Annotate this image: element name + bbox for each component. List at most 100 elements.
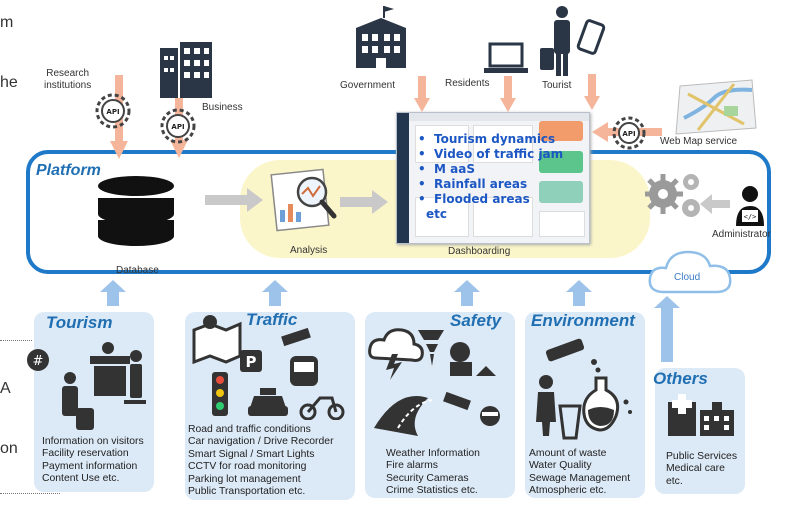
traffic-item: CCTV for road monitoring xyxy=(188,461,307,473)
administrator-icon: </> xyxy=(736,186,764,226)
api-icon: API xyxy=(160,108,196,144)
residents-label: Residents xyxy=(445,78,490,89)
arrow-safety-up xyxy=(454,280,480,306)
laptop-icon xyxy=(484,42,528,73)
svg-text:P: P xyxy=(246,353,257,371)
analysis-icon xyxy=(270,168,337,232)
government-label: Government xyxy=(340,80,396,91)
dashboarding-label: Dashboarding xyxy=(448,246,511,257)
arrow-government-down xyxy=(414,76,430,112)
tourism-item: Information on visitors xyxy=(42,436,144,447)
arrow-db-to-analysis xyxy=(205,188,263,212)
dashboard-card-green xyxy=(539,151,583,173)
safety-item: Fire alarms xyxy=(386,460,438,472)
dashboard-card-orange xyxy=(539,121,583,141)
arrow-residents-down xyxy=(500,76,516,112)
tourism-item: Content Use etc. xyxy=(42,473,120,485)
dashboard-card xyxy=(473,197,533,237)
svg-text:API: API xyxy=(171,123,184,131)
others-item: Public Services xyxy=(666,451,738,462)
safety-item: Security Cameras xyxy=(386,472,469,484)
dashboard-list: • Tourism dynamics • Video of traffic ja… xyxy=(418,132,563,222)
dashboard-header xyxy=(409,113,589,121)
environment-item: Atmospheric etc. xyxy=(529,485,607,497)
government-building-icon xyxy=(356,6,406,68)
business-building-icon xyxy=(160,42,212,98)
dashboard-list-item: • M aaS xyxy=(418,162,475,176)
dashboard-card xyxy=(415,125,469,163)
svg-text:API: API xyxy=(106,108,119,116)
tourism-item: Payment information xyxy=(42,460,138,472)
arrow-tourism-up xyxy=(100,280,126,306)
environment-item: Amount of waste xyxy=(529,448,607,459)
dashboard-card-teal xyxy=(539,181,583,203)
left-fragment-4: on xyxy=(0,440,18,457)
analysis-label: Analysis xyxy=(290,245,328,256)
safety-item: Crime Statistics etc. xyxy=(386,485,478,497)
traffic-item: Car navigation / Drive Recorder xyxy=(188,436,334,448)
platform-title: Platform xyxy=(36,162,101,179)
dashboard-list-etc: etc xyxy=(426,207,447,221)
dashboard-sidebar xyxy=(397,113,409,243)
administrator-label: Administrator xyxy=(712,229,771,240)
tourism-icons: # xyxy=(27,342,146,430)
dashboard-card xyxy=(415,197,469,237)
others-list: Public Services Medical care etc. xyxy=(666,451,737,488)
arrow-environment-up xyxy=(566,280,592,306)
others-icons xyxy=(668,394,734,436)
environment-title: Environment xyxy=(531,311,635,330)
safety-title: Safety xyxy=(450,311,502,330)
dashboard-card xyxy=(539,211,585,237)
arrow-analysis-to-dashboard xyxy=(340,190,388,214)
traffic-item: Road and traffic conditions xyxy=(188,424,311,435)
traffic-item: Public Transportation etc. xyxy=(188,486,306,498)
business-label: Business xyxy=(202,102,243,113)
arrow-traffic-up xyxy=(262,280,288,306)
others-item: etc. xyxy=(666,475,683,487)
gears-icon xyxy=(645,174,700,217)
tourism-item: Facility reservation xyxy=(42,448,129,460)
api-icon: API xyxy=(95,93,131,129)
arrow-tourist-down xyxy=(584,74,600,110)
environment-icons xyxy=(536,338,632,440)
dashboard-list-item: • Video of traffic jam xyxy=(418,147,564,161)
dashboard-list-item: • Rainfall areas xyxy=(418,177,528,191)
svg-text:#: # xyxy=(33,354,44,369)
database-label: Database xyxy=(116,265,159,276)
dashboard-card xyxy=(473,125,533,163)
tourist-label: Tourist xyxy=(542,80,572,91)
arrow-others-up xyxy=(654,296,680,362)
traffic-item: Parking lot management xyxy=(188,473,301,485)
safety-item: Weather Information xyxy=(386,448,480,459)
dashboard-list-item: • Flooded areas xyxy=(418,192,530,206)
api-icon: API xyxy=(612,116,646,150)
database-icon xyxy=(98,176,174,246)
environment-list: Amount of waste Water Quality Sewage Man… xyxy=(529,448,630,498)
web-map-label: Web Map service xyxy=(660,136,738,147)
svg-text:API: API xyxy=(622,130,635,138)
others-item: Medical care xyxy=(666,463,725,475)
environment-item: Water Quality xyxy=(529,460,592,472)
safety-icons xyxy=(368,328,500,436)
cloud-label: Cloud xyxy=(674,272,701,283)
left-fragment-3: A xyxy=(0,380,11,397)
arrow-admin-to-gears xyxy=(700,194,730,214)
web-map-icon xyxy=(675,79,757,135)
dotted-line-2 xyxy=(0,493,60,494)
traffic-title: Traffic xyxy=(246,310,298,329)
left-fragment-2: he xyxy=(0,74,18,91)
traffic-icons: P xyxy=(192,315,345,420)
dotted-line-1 xyxy=(0,340,32,341)
tourism-title: Tourism xyxy=(46,313,113,332)
environment-item: Sewage Management xyxy=(529,472,631,484)
tourist-icon xyxy=(540,6,606,76)
traffic-list: Road and traffic conditions Car navigati… xyxy=(188,424,334,498)
tourism-list: Information on visitors Facility reserva… xyxy=(42,436,144,486)
safety-list: Weather Information Fire alarms Security… xyxy=(386,448,480,498)
dashboard-list-item: • Tourism dynamics xyxy=(418,132,556,146)
others-title: Others xyxy=(653,369,708,388)
svg-text:</>: </> xyxy=(744,213,757,221)
left-fragment-1: m xyxy=(0,14,14,31)
cloud-icon xyxy=(648,250,732,294)
